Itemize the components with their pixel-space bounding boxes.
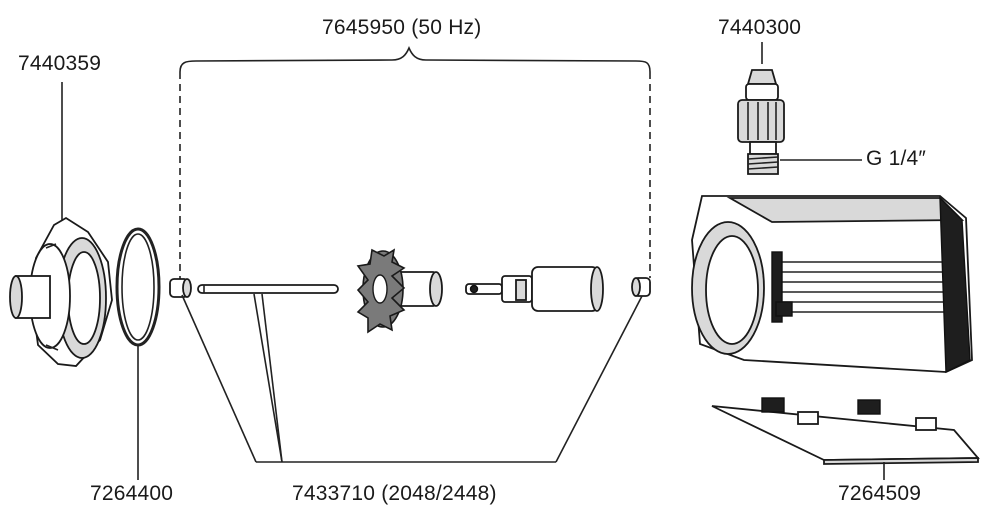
kit-brace [179, 45, 651, 280]
hose-nozzle-part [737, 42, 862, 175]
left-bushing-part [169, 278, 192, 298]
motor-body-part [691, 195, 973, 374]
shaft-note: (2048/2448) [381, 482, 497, 505]
right-bushing-part [631, 277, 651, 297]
rotor-part [465, 266, 604, 312]
thread-size-label: G 1/4″ [866, 147, 926, 170]
kit-note: (50 Hz) [411, 16, 482, 39]
base-plate-part-number: 7264509 [838, 482, 922, 505]
shaft-part [197, 284, 339, 294]
volute-cover-part [9, 82, 113, 367]
impeller-part [356, 248, 443, 334]
o-ring-part [115, 227, 161, 480]
kit-part-number: 7645950 (50 Hz) [322, 16, 481, 40]
shaft-set-leaders [181, 293, 643, 463]
volute-part-number: 7440359 [18, 52, 102, 75]
kit-number: 7645950 [322, 16, 406, 39]
o-ring-part-number: 7264400 [90, 482, 174, 505]
shaft-set-part-number: 7433710 (2048/2448) [292, 482, 497, 506]
base-plate-part [711, 397, 980, 480]
shaft-number: 7433710 [292, 482, 376, 505]
nozzle-part-number: 7440300 [718, 16, 802, 39]
